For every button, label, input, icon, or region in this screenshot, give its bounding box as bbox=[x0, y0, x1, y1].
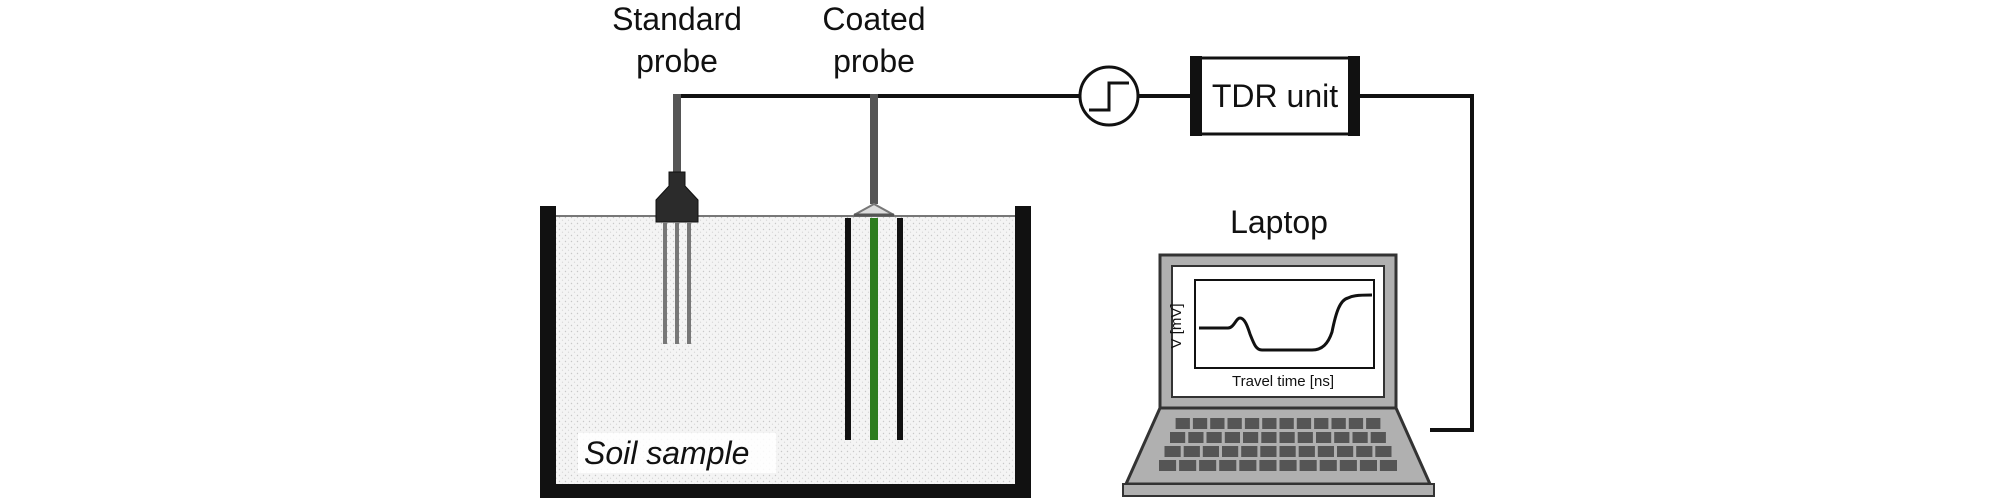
keyboard-key bbox=[1241, 446, 1258, 457]
keyboard-key bbox=[1227, 418, 1242, 429]
keyboard-icon bbox=[1159, 418, 1397, 471]
keyboard-key bbox=[1183, 446, 1200, 457]
screen-plot-frame bbox=[1194, 279, 1375, 369]
keyboard-key bbox=[1316, 432, 1332, 443]
cable bbox=[677, 94, 1474, 432]
keyboard-key bbox=[1243, 432, 1259, 443]
svg-text:probe: probe bbox=[833, 43, 915, 79]
keyboard-key bbox=[1352, 432, 1368, 443]
keyboard-key bbox=[1375, 446, 1392, 457]
standard-probe-label: Standard probe bbox=[612, 1, 742, 79]
keyboard-key bbox=[1239, 460, 1257, 471]
keyboard-key bbox=[1244, 418, 1260, 429]
keyboard-key bbox=[1296, 418, 1312, 429]
svg-text:Coated: Coated bbox=[822, 1, 925, 37]
keyboard-key bbox=[1179, 460, 1197, 471]
keyboard-key bbox=[1339, 460, 1357, 471]
keyboard-key bbox=[1297, 432, 1313, 443]
keyboard-key bbox=[1279, 432, 1295, 443]
keyboard-key bbox=[1262, 418, 1277, 429]
keyboard-key bbox=[1188, 432, 1204, 443]
keyboard-key bbox=[1337, 446, 1354, 457]
soil-sample-label: Soil sample bbox=[584, 435, 749, 471]
keyboard-key bbox=[1279, 418, 1294, 429]
tdr-unit-label: TDR unit bbox=[1212, 78, 1338, 114]
keyboard-key bbox=[1370, 432, 1386, 443]
keyboard-key bbox=[1359, 460, 1377, 471]
screen-y-label: V [mV] bbox=[1168, 303, 1185, 348]
laptop-label: Laptop bbox=[1230, 204, 1328, 240]
keyboard-key bbox=[1334, 432, 1350, 443]
keyboard-key bbox=[1331, 418, 1346, 429]
keyboard-key bbox=[1210, 418, 1225, 429]
keyboard-key bbox=[1199, 460, 1217, 471]
keyboard-key bbox=[1299, 460, 1317, 471]
keyboard-key bbox=[1159, 460, 1177, 471]
keyboard-key bbox=[1366, 418, 1381, 429]
keyboard-key bbox=[1202, 446, 1219, 457]
keyboard-key bbox=[1175, 418, 1190, 429]
tdr-unit: TDR unit bbox=[1190, 56, 1360, 136]
keyboard-key bbox=[1259, 460, 1277, 471]
keyboard-key bbox=[1356, 446, 1373, 457]
keyboard-key bbox=[1298, 446, 1315, 457]
keyboard-key bbox=[1319, 460, 1337, 471]
keyboard-key bbox=[1170, 432, 1186, 443]
keyboard-key bbox=[1317, 446, 1334, 457]
keyboard-key bbox=[1348, 418, 1364, 429]
svg-text:probe: probe bbox=[636, 43, 718, 79]
keyboard-key bbox=[1219, 460, 1237, 471]
screen-waveform bbox=[1199, 293, 1373, 352]
keyboard-key bbox=[1279, 460, 1297, 471]
keyboard-key bbox=[1261, 432, 1277, 443]
keyboard-key bbox=[1279, 446, 1296, 457]
keyboard-key bbox=[1379, 460, 1397, 471]
keyboard-key bbox=[1314, 418, 1329, 429]
keyboard-key bbox=[1222, 446, 1239, 457]
keyboard-key bbox=[1192, 418, 1208, 429]
svg-text:Standard: Standard bbox=[612, 1, 742, 37]
standard-probe bbox=[655, 94, 699, 344]
laptop: V [mV] Travel time [ns] bbox=[1122, 253, 1435, 497]
keyboard-key bbox=[1206, 432, 1222, 443]
keyboard-key bbox=[1260, 446, 1277, 457]
coated-probe bbox=[845, 94, 903, 440]
step-pulse-icon bbox=[1078, 65, 1140, 127]
keyboard-key bbox=[1164, 446, 1181, 457]
screen-x-label: Travel time [ns] bbox=[1232, 373, 1334, 390]
keyboard-key bbox=[1224, 432, 1240, 443]
coated-probe-label: Coated probe bbox=[822, 1, 925, 79]
